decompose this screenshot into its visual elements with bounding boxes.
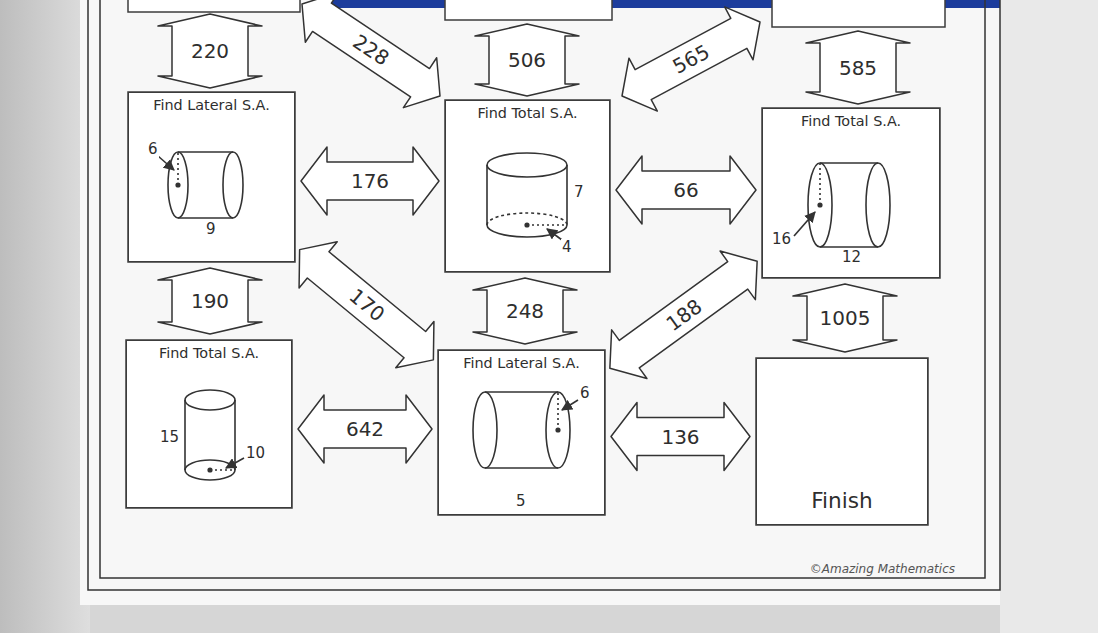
- cylinder-base: [546, 392, 570, 468]
- cylinder-illustrations: [158, 152, 890, 480]
- center-dot: [556, 428, 560, 432]
- cut-off-box: [772, 0, 945, 27]
- dimension-label: 15: [159, 429, 180, 446]
- dimension-label: 9: [205, 221, 217, 238]
- cylinder-side: [178, 151, 233, 153]
- center-dot: [818, 203, 822, 207]
- copyright-note: ©Amazing Mathematics: [807, 562, 958, 576]
- double-arrow: [475, 24, 579, 96]
- radius-line: [819, 164, 821, 205]
- double-arrow: [158, 268, 262, 334]
- dimension-label: 16: [771, 231, 792, 248]
- center-dot: [176, 183, 180, 187]
- box-ground: [445, 100, 610, 272]
- radius-line: [177, 153, 179, 185]
- dimension-label: 10: [245, 445, 266, 462]
- dimension-label: 5: [515, 493, 527, 510]
- radius-line: [210, 469, 234, 471]
- box-ground: [126, 340, 292, 508]
- problem-box: Find Lateral S.A. 6 5: [438, 350, 605, 515]
- answer-number: 190: [189, 290, 231, 312]
- problem-box: Finish: [756, 358, 928, 525]
- node-grounds: [126, 92, 940, 525]
- dimension-label: 7: [573, 184, 585, 201]
- cylinder-base: [223, 152, 243, 218]
- cylinder-side: [486, 165, 488, 225]
- cylinder-side: [820, 162, 878, 164]
- cylinder-side: [234, 400, 236, 470]
- box-heading: Find Total S.A.: [127, 345, 291, 362]
- double-arrow: [158, 14, 262, 88]
- problem-box: Find Total S.A. 15 10: [126, 340, 292, 508]
- cylinder-base: [808, 163, 832, 247]
- dimension-label: 6: [147, 141, 159, 158]
- double-arrow: [473, 278, 577, 344]
- leader-line: [226, 458, 244, 468]
- answer-number: 66: [671, 179, 700, 201]
- problem-box: Find Total S.A. 7 4: [445, 100, 610, 272]
- double-arrow: [610, 251, 757, 378]
- double-arrow: [616, 156, 756, 224]
- screen-margin: [0, 0, 90, 633]
- answer-number: 1005: [818, 307, 873, 329]
- cylinder-base: [487, 153, 567, 177]
- double-arrow: [793, 284, 897, 352]
- box-ground: [128, 92, 295, 262]
- cylinder-side: [485, 391, 558, 393]
- box-ground: [438, 350, 605, 515]
- cylinder-side: [820, 246, 878, 248]
- center-dot: [208, 468, 212, 472]
- answer-number: 585: [837, 57, 879, 79]
- cylinder-base: [866, 163, 890, 247]
- screen-margin: [1000, 0, 1098, 633]
- answer-number: 248: [504, 300, 546, 322]
- radius-line: [557, 393, 559, 430]
- answer-number: 220: [189, 40, 231, 62]
- double-arrow: [301, 147, 439, 215]
- finish-label: Finish: [757, 489, 927, 514]
- box-ground: [762, 108, 940, 278]
- paper: [80, 0, 1000, 605]
- answer-number: 506: [506, 49, 548, 71]
- dimension-label: 6: [579, 385, 591, 402]
- inner-border: [100, 0, 985, 578]
- box-heading: Find Lateral S.A.: [439, 355, 604, 372]
- answer-number: 136: [659, 426, 701, 448]
- double-arrow: [298, 395, 432, 463]
- problem-box: Find Total S.A. 16 12: [762, 108, 940, 278]
- cut-off-box: [128, 0, 300, 12]
- box-heading: Find Total S.A.: [763, 113, 939, 130]
- double-arrow: [299, 242, 434, 368]
- cylinder-base: [473, 392, 497, 468]
- answer-number: 642: [344, 418, 386, 440]
- cylinder-side: [178, 217, 233, 219]
- dimension-label: 4: [561, 239, 573, 256]
- double-arrow: [611, 403, 750, 471]
- outer-border: [88, 0, 1000, 590]
- double-arrow: [806, 31, 910, 104]
- leader-line: [562, 400, 578, 410]
- leader-line: [547, 229, 562, 240]
- cylinder-base: [185, 390, 235, 410]
- radius-line: [527, 224, 566, 226]
- double-arrow: [302, 0, 440, 108]
- cut-off-box: [445, 0, 612, 20]
- box-ground: [756, 358, 928, 525]
- leader-line: [158, 156, 174, 170]
- dimension-label: 12: [841, 249, 862, 266]
- cylinder-side: [566, 165, 568, 225]
- cylinder-side: [184, 400, 186, 470]
- box-heading: Find Lateral S.A.: [129, 97, 294, 114]
- double-arrow: [622, 7, 760, 111]
- problem-box: Find Lateral S.A. 6 9: [128, 92, 295, 262]
- box-heading: Find Total S.A.: [446, 105, 609, 122]
- cylinder-base: [168, 152, 188, 218]
- answer-number: 176: [349, 170, 391, 192]
- center-dot: [525, 223, 529, 227]
- cylinder-side: [485, 467, 558, 469]
- cylinder-base: [185, 460, 235, 480]
- leader-line: [794, 212, 815, 236]
